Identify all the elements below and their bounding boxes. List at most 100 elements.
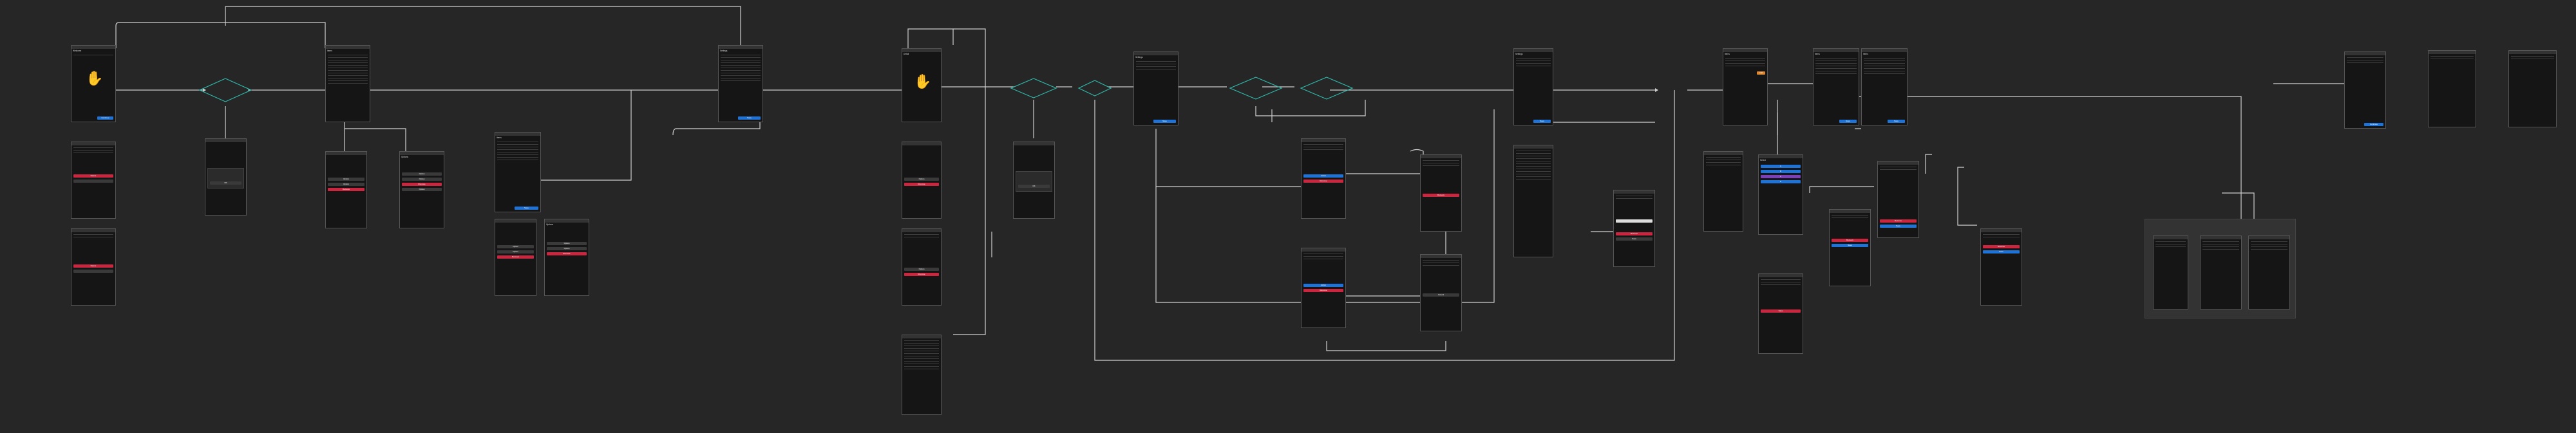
screen-cancel-dialog: Cancel	[1420, 254, 1462, 331]
remove-button-7[interactable]: Remove	[1303, 180, 1343, 183]
screen-options-sheet-3: Option Option Remove	[495, 219, 536, 296]
save-button-3[interactable]: Save	[1153, 120, 1176, 123]
screen-options-sheet-4: Options Option Option Remove	[544, 219, 589, 296]
screen-action-dialog-1: Action Remove	[1301, 138, 1346, 219]
screen-settings-form: Settings Save	[718, 45, 763, 122]
save-button[interactable]: Save	[515, 207, 538, 210]
decision-diamond-1	[198, 78, 252, 102]
ok-button[interactable]: OK	[210, 181, 242, 185]
save-button-7[interactable]: Save	[1839, 120, 1857, 123]
action-button-2[interactable]: Action	[1303, 284, 1343, 287]
screen-terms: Continue	[2344, 51, 2386, 129]
remove-button-4[interactable]: Remove	[547, 252, 587, 255]
select-option-a[interactable]: A	[1761, 165, 1801, 168]
option-button-6[interactable]: Option	[497, 245, 534, 248]
remove-button[interactable]: Remove	[328, 188, 365, 191]
cancel-button-2[interactable]	[73, 270, 113, 273]
screen-options-sheet-5: Option Remove	[902, 142, 942, 219]
screen-onboarding-1	[2428, 50, 2476, 127]
decision-diamond-3	[1077, 80, 1112, 97]
action-button-1[interactable]: Action	[1303, 174, 1343, 178]
remove-button-8[interactable]: Remove	[1303, 289, 1343, 292]
add-button[interactable]: Add	[1757, 71, 1765, 75]
remove-button-6[interactable]: Remove	[904, 273, 939, 276]
option-button-10[interactable]: Option	[904, 178, 939, 181]
screen-confirm-dialog-2: Remove Save	[1877, 161, 1919, 238]
save-button-5[interactable]: Save	[1616, 237, 1653, 241]
hand-icon-2: ✋	[914, 73, 932, 89]
cancel-button-3[interactable]: Cancel	[1423, 293, 1459, 297]
screen-long-text	[902, 335, 942, 415]
decision-diamond-5	[1300, 77, 1354, 100]
screen-alert-1: OK	[205, 138, 247, 216]
option-button-2[interactable]: Option	[328, 183, 365, 186]
screen-items-list-3: Items Save	[1861, 48, 1908, 125]
option-button-4[interactable]: Option	[402, 178, 442, 181]
screen-delete-confirm-2: Delete	[71, 228, 116, 306]
remove-button-10[interactable]: Remove	[1616, 232, 1653, 235]
option-button-9[interactable]: Option	[547, 247, 587, 250]
continue-button-2[interactable]: Continue	[2364, 123, 2383, 126]
save-button-6[interactable]: Save	[1761, 309, 1801, 313]
delete-button-2[interactable]: Delete	[73, 264, 113, 268]
screen-confirm-dialog-1: Remove Save	[1829, 209, 1871, 286]
delete-button[interactable]: Delete	[73, 174, 113, 178]
screen-alert-2: OK	[1013, 142, 1055, 219]
nested-screen-1	[2153, 235, 2188, 309]
screen-action-dialog-2: Action Remove	[1301, 248, 1346, 328]
screen-settings-list: Settings Save	[1513, 48, 1553, 125]
screen-items-list: Items	[325, 45, 370, 122]
save-button-11[interactable]: Save	[1983, 250, 2020, 253]
option-button-1[interactable]: Option	[328, 178, 365, 181]
screen-items-edit: Items Save	[495, 132, 541, 212]
ok-button-2[interactable]: OK	[1018, 185, 1050, 188]
continue-button[interactable]: Continue	[97, 116, 113, 120]
save-button-8[interactable]: Save	[1888, 120, 1905, 123]
screen-items-orange: Items Add	[1723, 48, 1768, 125]
screen-options-sheet-1: Option Option Remove	[325, 151, 367, 228]
decision-diamond-2	[1010, 78, 1057, 98]
option-button-11[interactable]: Option	[904, 268, 939, 271]
remove-button-13[interactable]: Remove	[1983, 245, 2020, 248]
screen-onboarding-2	[2508, 50, 2557, 127]
screen-select-colors: Select A B C D	[1758, 154, 1803, 235]
save-button-9[interactable]: Save	[1832, 244, 1868, 247]
select-option-c[interactable]: C	[1761, 175, 1801, 178]
screen-options-sheet-2: Options Option Option Remove Option	[399, 151, 444, 228]
screen-confirm-dialog-3: Remove Save	[1980, 228, 2022, 306]
screen-items-list-2: Items Save	[1813, 48, 1859, 125]
remove-button-11[interactable]: Remove	[1832, 239, 1868, 242]
option-button-3[interactable]: Option	[402, 172, 442, 176]
screen-settings-detail	[1513, 145, 1553, 257]
remove-button-3[interactable]: Remove	[497, 255, 534, 259]
option-button-7[interactable]: Option	[497, 250, 534, 253]
select-option-b[interactable]: B	[1761, 170, 1801, 173]
screen-delete-confirm-1: Delete	[71, 142, 116, 219]
option-button-5[interactable]: Option	[402, 188, 442, 191]
screen-detail: Detail ✋	[902, 48, 942, 122]
save-button-2[interactable]: Save	[738, 116, 761, 120]
cancel-button[interactable]	[73, 180, 113, 183]
remove-button-5[interactable]: Remove	[904, 183, 939, 186]
field-input[interactable]	[1616, 219, 1653, 223]
screen-title: Welcome	[73, 50, 82, 52]
nested-screen-3	[2248, 235, 2290, 309]
screen-welcome: Welcome ✋ Continue	[71, 45, 116, 122]
select-option-d[interactable]: D	[1761, 180, 1801, 183]
save-button-4[interactable]: Save	[1533, 120, 1551, 123]
save-button-10[interactable]: Save	[1880, 225, 1917, 228]
screen-remove-dialog: Remove	[1420, 154, 1462, 232]
decision-diamond-4	[1229, 77, 1283, 100]
screen-select-save: Save	[1758, 273, 1803, 354]
nested-screen-2	[2200, 235, 2242, 309]
remove-button-9[interactable]: Remove	[1423, 194, 1459, 197]
hand-icon: ✋	[86, 70, 104, 86]
option-button-8[interactable]: Option	[547, 242, 587, 245]
remove-button-2[interactable]: Remove	[402, 183, 442, 186]
screen-confirm-save: Remove Save	[1613, 190, 1655, 267]
screen-options-sheet-6: Option Remove	[902, 228, 942, 306]
screen-settings-form-2: Settings Save	[1133, 51, 1179, 125]
remove-button-12[interactable]: Remove	[1880, 219, 1917, 223]
